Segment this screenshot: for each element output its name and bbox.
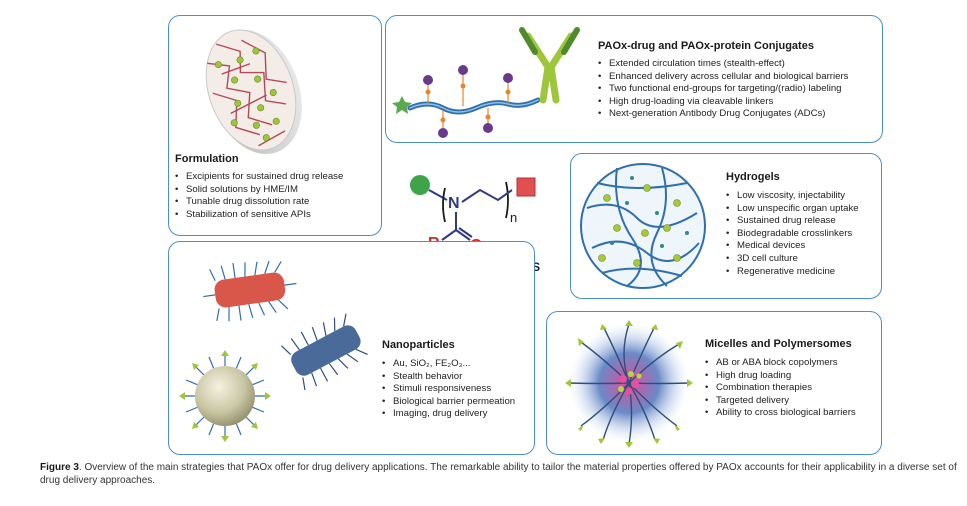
nanoparticles-panel: Nanoparticles Au, SiO₂, FE₂O₃... Stealth… [168,241,535,455]
nanoparticles-item: Au, SiO₂, FE₂O₃... [382,358,515,371]
conjugates-title: PAOx-drug and PAOx-protein Conjugates [598,40,814,52]
nanoparticles-illustration [179,260,368,442]
conjugate-chain-illustration [392,27,580,138]
hydrogels-panel: Hydrogels Low viscosity, injectability L… [570,153,882,299]
micelles-panel: Micelles and Polymersomes AB or ABA bloc… [546,311,882,455]
nanoparticles-list: Au, SiO₂, FE₂O₃... Stealth behavior Stim… [382,358,515,421]
hydrogels-title: Hydrogels [726,171,780,183]
conjugates-item: Enhanced delivery across cellular and bi… [598,71,848,84]
micelles-item: Targeted delivery [705,395,856,408]
star-icon [392,96,412,114]
hydrogels-list: Low viscosity, injectability Low unspeci… [726,190,859,278]
figure-caption: Figure 3. Overview of the main strategie… [40,461,965,487]
hydrogels-item: Biodegradable crosslinkers [726,228,859,241]
red-end-group [516,177,536,197]
hydrogels-item: Low viscosity, injectability [726,190,859,203]
formulation-disc-illustration [205,29,302,154]
repeat-subscript: n [510,210,517,225]
hydrogels-item: Medical devices [726,240,859,253]
conjugates-item: Extended circulation times (stealth-effe… [598,58,848,71]
formulation-item: Tunable drug dissolution rate [175,196,343,209]
formulation-list: Excipients for sustained drug release So… [175,171,343,221]
formulation-title: Formulation [175,153,239,165]
conjugates-item: Next-generation Antibody Drug Conjugates… [598,108,848,121]
nanoparticles-item: Biological barrier permeation [382,396,515,409]
conjugates-list: Extended circulation times (stealth-effe… [598,58,848,121]
micelles-item: Ability to cross biological barriers [705,407,856,420]
nanoparticles-title: Nanoparticles [382,339,455,351]
conjugates-item: Two functional end-groups for targeting/… [598,83,848,96]
nanoparticles-item: Stealth behavior [382,371,515,384]
micelles-item: High drug loading [705,370,856,383]
hydrogels-item: Low unspecific organ uptake [726,203,859,216]
formulation-item: Excipients for sustained drug release [175,171,343,184]
hydrogels-item: 3D cell culture [726,253,859,266]
micelles-item: Combination therapies [705,382,856,395]
caption-label: Figure 3 [40,462,79,473]
micelles-list: AB or ABA block copolymers High drug loa… [705,357,856,420]
micelles-item: AB or ABA block copolymers [705,357,856,370]
caption-text: . Overview of the main strategies that P… [40,462,957,486]
micelles-title: Micelles and Polymersomes [705,338,852,350]
hydrogels-item: Regenerative medicine [726,266,859,279]
formulation-item: Stabilization of sensitive APIs [175,209,343,222]
micelle-illustration [565,320,693,448]
hydrogels-item: Sustained drug release [726,215,859,228]
hydrogel-network-illustration [580,163,706,289]
conjugates-item: High drug-loading via cleavable linkers [598,96,848,109]
nitrogen-atom: N [448,195,460,212]
green-end-group [410,175,430,195]
formulation-item: Solid solutions by HME/IM [175,184,343,197]
formulation-panel: Formulation Excipients for sustained dru… [168,15,382,236]
conjugates-panel: PAOx-drug and PAOx-protein Conjugates Ex… [385,15,883,143]
antibody-icon [519,27,580,104]
nanoparticles-item: Stimuli responsiveness [382,383,515,396]
nanoparticles-item: Imaging, drug delivery [382,408,515,421]
